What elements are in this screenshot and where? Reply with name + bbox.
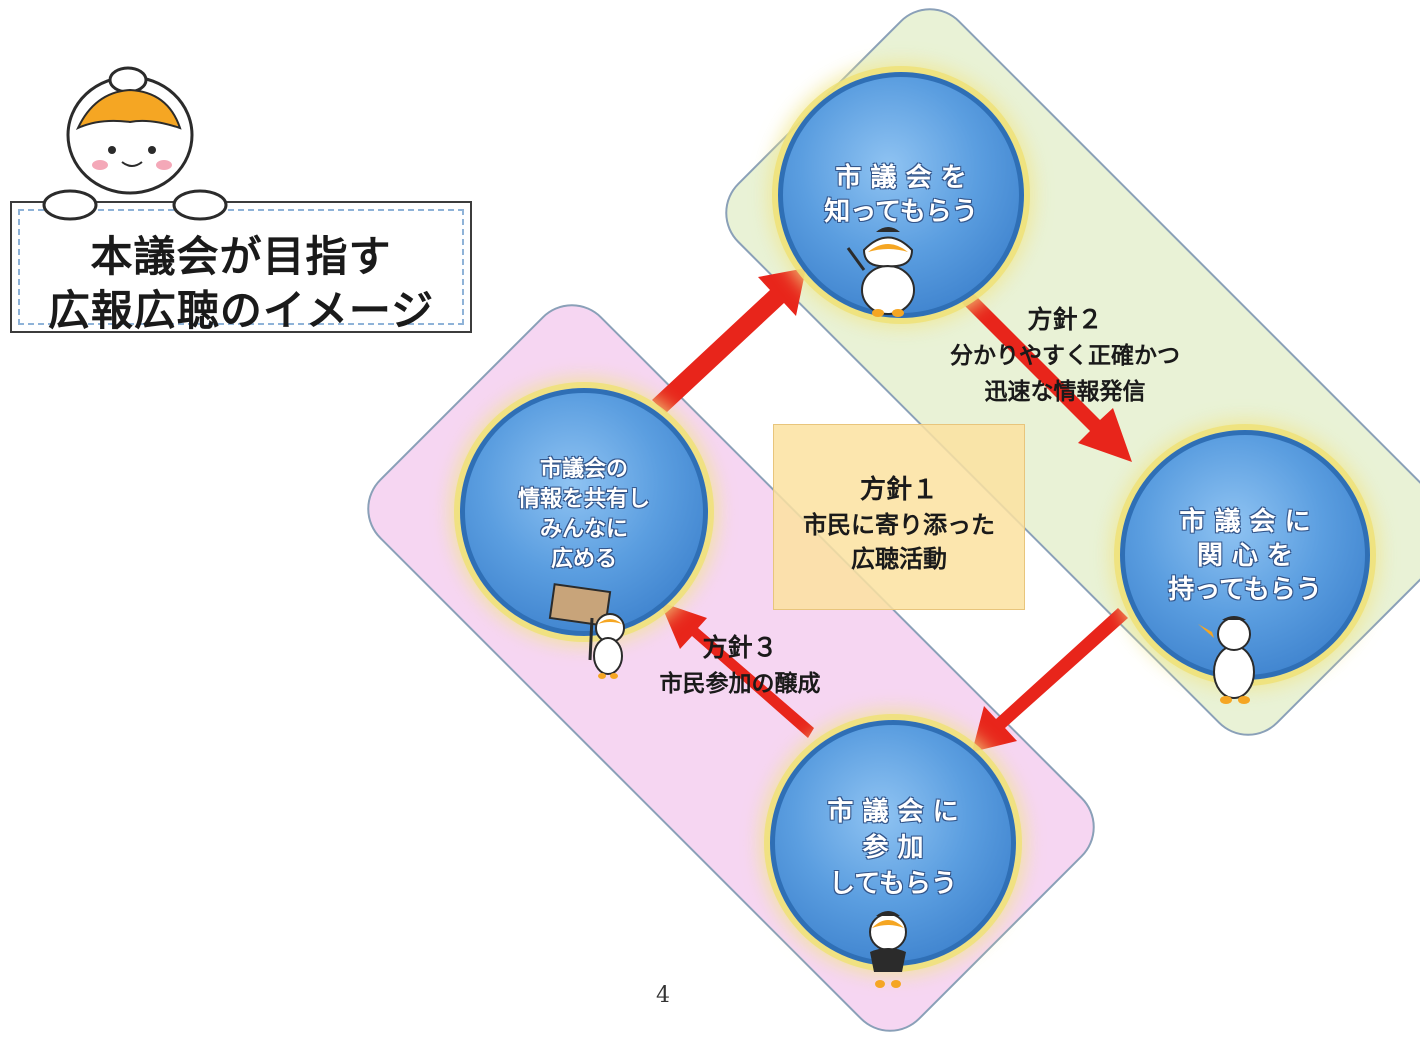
policy3-label: 方針３ bbox=[702, 633, 778, 662]
policy3-line1: 市民参加の醸成 bbox=[659, 671, 821, 697]
circle-participate-line3: してもらう bbox=[829, 869, 957, 899]
title-line2: 広報広聴のイメージ bbox=[47, 286, 435, 335]
title-box-inner-border bbox=[18, 209, 464, 325]
page-number: 4 bbox=[656, 983, 670, 1008]
circle-know-line1: 市 議 会 を bbox=[835, 163, 967, 193]
circle-participate-line1: 市 議 会 に bbox=[827, 797, 959, 827]
arrow-group bbox=[652, 268, 1132, 752]
arrow-top-to-right-shape bbox=[962, 292, 1132, 462]
policy2-line2: 迅速な情報発信 bbox=[984, 379, 1146, 405]
policy1-label: 方針１ bbox=[859, 475, 938, 505]
circle-know: 市 議 会 を 知ってもらう bbox=[778, 72, 1024, 318]
arrow-right-to-bottom-shape bbox=[972, 608, 1128, 752]
title-line1: 本議会が目指す bbox=[90, 232, 392, 281]
mascots-layer bbox=[548, 227, 1255, 988]
circle-share-line1: 市議会の bbox=[539, 457, 628, 482]
mascot-bottom-icon bbox=[869, 911, 907, 988]
policy1-line2: 広聴活動 bbox=[851, 545, 947, 573]
policy1-box: 方針１ 市民に寄り添った 広聴活動 bbox=[773, 424, 1025, 610]
policy2-line1: 分かりやすく正確かつ bbox=[950, 343, 1180, 369]
arrow-bottom-to-left-shape bbox=[660, 602, 814, 738]
mascot-walking-icon bbox=[1198, 616, 1255, 704]
circle-interest-line2: 関 心 を bbox=[1196, 541, 1294, 571]
policy1-line1: 市民に寄り添った bbox=[803, 511, 995, 539]
circle-share-line4: 広める bbox=[550, 547, 617, 572]
title-mascot-icon bbox=[42, 66, 228, 221]
arrow-left-to-top-shape bbox=[652, 268, 806, 413]
mascot-icon bbox=[42, 66, 228, 221]
mascot-sign-icon bbox=[548, 583, 625, 679]
policy2-label: 方針２ bbox=[1027, 305, 1103, 334]
circle-participate-line2: 参 加 bbox=[862, 833, 924, 863]
circle-know-line2: 知ってもらう bbox=[824, 197, 978, 227]
circle-interest-line1: 市 議 会 に bbox=[1179, 507, 1311, 537]
circle-share: 市議会の 情報を共有し みんなに 広める bbox=[460, 388, 708, 636]
circle-share-line3: みんなに bbox=[539, 517, 628, 542]
title-box: 本議会が目指す 広報広聴のイメージ bbox=[10, 201, 472, 335]
circle-share-line2: 情報を共有し bbox=[517, 487, 650, 512]
arrows-layer bbox=[652, 268, 1132, 752]
mascot-waving-icon bbox=[846, 227, 915, 317]
circle-interest-line3: 持ってもらう bbox=[1168, 575, 1322, 605]
